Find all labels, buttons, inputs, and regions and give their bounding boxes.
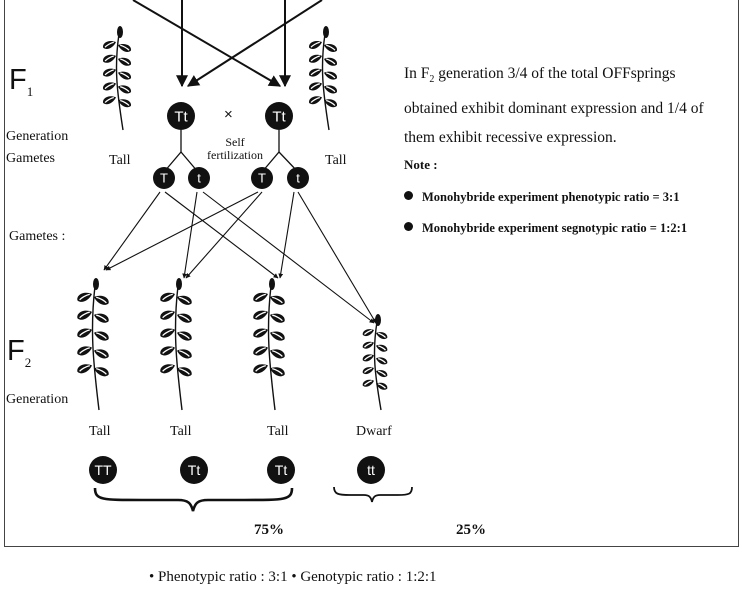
offspring-2-plant — [160, 278, 192, 411]
parent-1-plant — [103, 26, 131, 131]
offspring-4-genotype: tt — [357, 456, 385, 484]
gamete-1: T — [153, 167, 175, 189]
offspring-4-genotype-label: tt — [367, 462, 375, 478]
f1-generation-label: Generation — [6, 129, 69, 144]
self-fertilization-line-2: fertilization — [207, 148, 263, 162]
parent-2-genotype-label: Tt — [272, 108, 286, 125]
offspring-3-genotype: Tt — [267, 456, 295, 484]
parent-2-phenotype: Tall — [325, 153, 347, 168]
gamete-2-label: t — [197, 171, 201, 186]
explanation-part-1: In F — [404, 65, 430, 82]
note-title: Note : — [404, 157, 438, 173]
offspring-1-phenotype: Tall — [89, 424, 111, 439]
percent-dominant: 75% — [254, 522, 284, 538]
gamete-3-label: T — [258, 171, 266, 186]
parent-2-genotype: Tt — [265, 102, 293, 130]
ratio-footer: • Phenotypic ratio : 3:1 • Genotypic rat… — [149, 569, 437, 585]
offspring-2-phenotype: Tall — [170, 424, 192, 439]
percent-recessive: 25% — [456, 522, 486, 538]
offspring-4-plant — [362, 314, 388, 411]
cross-symbol: × — [224, 106, 233, 123]
offspring-3-plant — [253, 278, 285, 411]
gamete-4-label: t — [296, 171, 300, 186]
f1-gametes-label: Gametes — [6, 151, 55, 166]
f1-label: F1 — [9, 64, 33, 100]
gamete-4: t — [287, 167, 309, 189]
explanation-text: In F2 generation 3/4 of the total OFFspr… — [404, 59, 722, 152]
offspring-3-genotype-label: Tt — [275, 462, 288, 478]
note-item-1-text: Monohybride experiment phenotypic ratio … — [422, 190, 680, 205]
f2-subscript: 2 — [24, 354, 32, 370]
offspring-2-genotype-label: Tt — [188, 462, 201, 478]
f2-label: F2 — [7, 335, 31, 371]
note-item-1: Monohybride experiment phenotypic ratio … — [404, 190, 722, 205]
offspring-1-plant — [77, 278, 109, 411]
f2-gametes-label: Gametes : — [9, 229, 66, 244]
gamete-3: T — [251, 167, 273, 189]
self-fertilization-line-1: Self — [225, 135, 245, 149]
offspring-1-genotype: TT — [89, 456, 117, 484]
explanation-subscript: 2 — [429, 74, 435, 86]
f1-letter: F — [9, 64, 27, 96]
f2-generation-label: Generation — [6, 392, 69, 407]
f2-letter: F — [7, 335, 25, 367]
combination-arrows — [103, 191, 377, 324]
diagram-frame — [4, 0, 739, 547]
explanation-panel: In F2 generation 3/4 of the total OFFspr… — [404, 59, 722, 236]
gamete-branches — [163, 130, 299, 173]
plants — [77, 26, 388, 411]
bullet-icon — [404, 222, 413, 232]
explanation-part-2: generation 3/4 of the total OFFsprings o… — [404, 65, 704, 147]
bullet-icon — [404, 191, 413, 201]
note-item-2-text: Monohybride experiment segnotypic ratio … — [422, 221, 688, 236]
gamete-2: t — [188, 167, 210, 189]
parent-cross-arrows — [132, 0, 323, 88]
parent-1-genotype: Tt — [167, 102, 195, 130]
offspring-3-phenotype: Tall — [267, 424, 289, 439]
gamete-1-label: T — [160, 171, 168, 186]
offspring-1-genotype-label: TT — [94, 462, 112, 478]
parent-1-genotype-label: Tt — [174, 108, 188, 125]
brace-dominant — [93, 487, 294, 512]
f1-subscript: 1 — [26, 83, 34, 99]
parent-2-plant — [309, 26, 337, 131]
note-item-2: Monohybride experiment segnotypic ratio … — [404, 221, 722, 236]
self-fertilization-label: Self fertilization — [205, 136, 265, 162]
offspring-4-phenotype: Dwarf — [356, 424, 392, 439]
offspring-2-genotype: Tt — [180, 456, 208, 484]
brace-recessive — [333, 486, 413, 503]
parent-1-phenotype: Tall — [109, 153, 131, 168]
